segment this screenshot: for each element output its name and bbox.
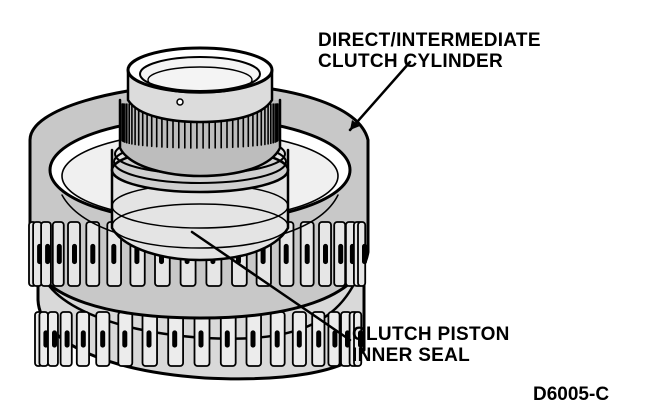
callout-seal-label: CLUTCH PISTON INNER SEAL: [352, 324, 510, 367]
tooth-slot: [52, 330, 57, 348]
tooth-slot: [198, 330, 204, 348]
tooth-slot: [80, 330, 86, 348]
leader-line-cylinder: [348, 60, 412, 132]
tooth-slot: [64, 330, 70, 348]
hub-ring-teeth: [121, 103, 279, 149]
figure-code: D6005-C: [533, 384, 610, 405]
callout-cylinder-line-1: DIRECT/INTERMEDIATE: [318, 30, 541, 51]
callout-cylinder-line-2: CLUTCH CYLINDER: [318, 51, 503, 73]
tooth-slot: [316, 330, 322, 348]
tooth-slot: [296, 330, 302, 348]
tooth-slot: [358, 330, 363, 348]
tooth-slot: [172, 330, 178, 348]
tooth-slot: [304, 243, 310, 265]
callout-cylinder-label: DIRECT/INTERMEDIATE CLUTCH CYLINDER: [318, 30, 541, 73]
tooth-slot: [146, 330, 152, 348]
tooth-slot: [362, 243, 367, 265]
tooth-slot: [56, 243, 62, 265]
tooth-slot: [323, 243, 328, 265]
tooth-slot: [224, 330, 230, 348]
callout-seal-line-1: CLUTCH PISTON: [352, 324, 510, 345]
tooth-slot: [250, 330, 256, 348]
tooth-slot: [122, 330, 128, 348]
tooth-slot: [283, 243, 289, 265]
tooth-slot: [111, 243, 117, 265]
cylinder-hub: [110, 46, 290, 262]
tooth-slot: [274, 330, 280, 348]
callout-seal-line-2: INNER SEAL: [352, 345, 471, 367]
leader-arrow-cylinder: [350, 120, 360, 130]
tooth-slot: [45, 243, 51, 265]
lower-spline-teeth: [34, 311, 363, 367]
tooth-slot: [100, 330, 106, 348]
tooth-slot: [90, 243, 96, 265]
tooth-slot: [332, 330, 338, 348]
tooth-slot: [72, 243, 77, 265]
leader-line-seal: [190, 230, 352, 342]
tooth-slot: [338, 243, 344, 265]
